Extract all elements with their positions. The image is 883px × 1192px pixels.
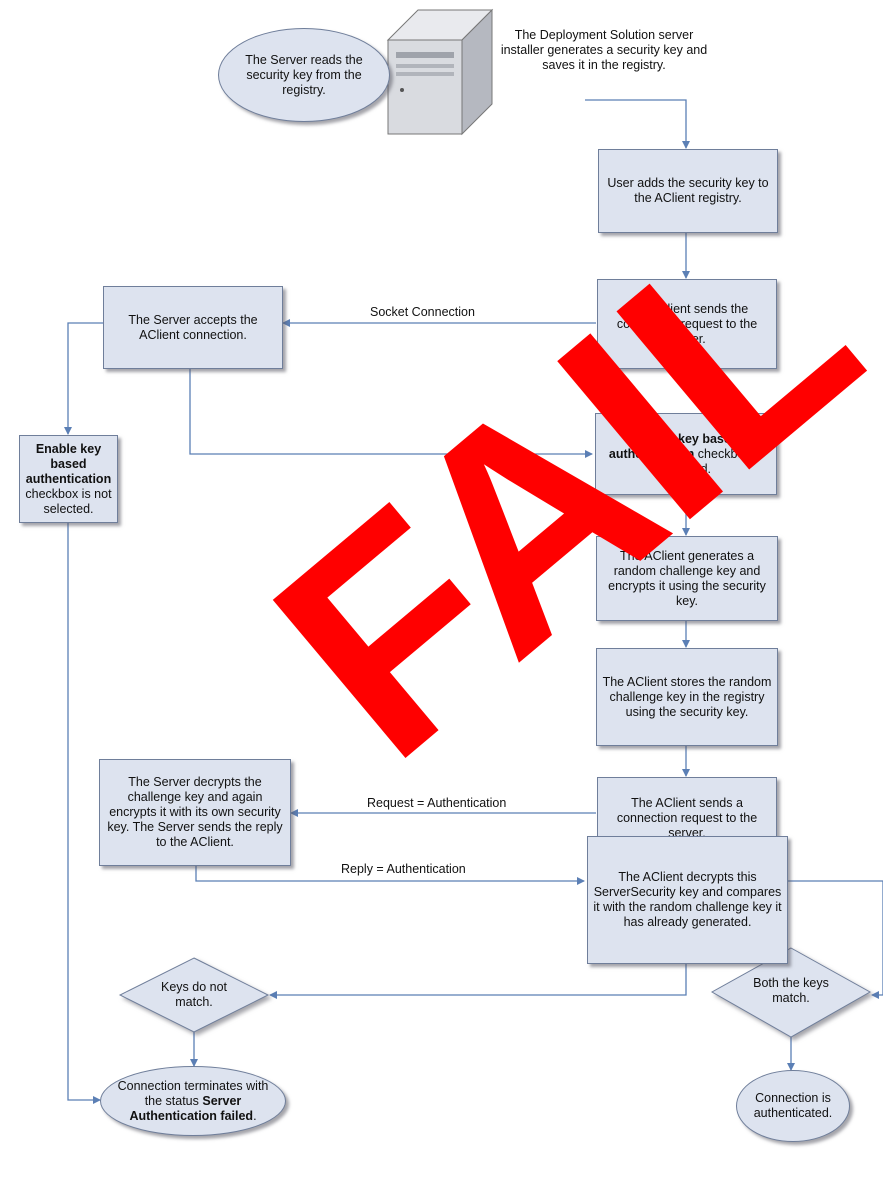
connector-installer-to-user: [585, 99, 690, 149]
connection-terminates-ellipse: Connection terminates with the status Se…: [100, 1066, 286, 1136]
connector-reply: [195, 865, 585, 885]
server-decrypts-text: The Server decrypts the challenge key an…: [107, 775, 283, 849]
aclient-sends-connection-box: The AClient sends the connection request…: [597, 279, 777, 369]
aclient-decrypts-text: The AClient decrypts this ServerSecurity…: [593, 870, 782, 929]
server-tower-icon: [386, 8, 494, 136]
connector-accepts-to-selected: [189, 368, 593, 458]
keys-not-match-diamond: [118, 957, 270, 1033]
aclient-generates-box: The AClient generates a random challenge…: [596, 536, 778, 621]
server-decrypts-box: The Server decrypts the challenge key an…: [99, 759, 291, 866]
terminates-suffix: .: [253, 1108, 257, 1123]
user-adds-key-box: User adds the security key to the AClien…: [598, 149, 778, 233]
installer-generates-text: The Deployment Solution server installer…: [500, 28, 708, 72]
reply-authentication-label: Reply = Authentication: [341, 862, 466, 876]
server-accepts-text: The Server accepts the AClient connectio…: [128, 312, 258, 342]
aclient-sends-request-text: The AClient sends a connection request t…: [616, 795, 758, 840]
connection-terminates-text: Connection terminates with the status Se…: [111, 1079, 275, 1124]
aclient-decrypts-box: The AClient decrypts this ServerSecurity…: [587, 836, 788, 964]
user-adds-key-text: User adds the security key to the AClien…: [607, 176, 769, 205]
terminates-prefix: Connection terminates with the status: [117, 1078, 269, 1108]
checkbox-selected-text: Enable key based authentication checkbox…: [600, 432, 772, 477]
connector-decrypts-to-match: [788, 880, 883, 999]
aclient-generates-text: The AClient generates a random challenge…: [608, 548, 766, 608]
keys-not-match-text: Keys do not match.: [160, 980, 227, 1009]
connector-decrypts-to-not-match: [269, 963, 687, 999]
server-reads-key-ellipse: The Server reads the security key from t…: [218, 28, 390, 122]
connection-authenticated-ellipse: Connection is authenticated.: [736, 1070, 850, 1142]
checkbox-not-selected-box: Enable key based authentication checkbox…: [19, 435, 118, 523]
keys-match-diamond: [710, 947, 872, 1038]
checkbox-selected-rest: checkbox is selected.: [660, 446, 764, 476]
connection-authenticated-text: Connection is authenticated.: [753, 1091, 833, 1120]
keys-match-text: Both the keys match.: [753, 976, 829, 1005]
connector-accepts-to-not-selected: [64, 322, 106, 435]
checkbox-not-selected-bold: Enable key based authentication: [25, 441, 112, 486]
checkbox-not-selected-rest: checkbox is not selected.: [25, 486, 112, 516]
connector-not-selected-to-terminates: [67, 522, 101, 1104]
checkbox-selected-box: Enable key based authentication checkbox…: [595, 413, 777, 495]
aclient-stores-box: The AClient stores the random challenge …: [596, 648, 778, 746]
socket-connection-label: Socket Connection: [370, 305, 475, 319]
aclient-stores-text: The AClient stores the random challenge …: [602, 674, 772, 719]
server-accepts-box: The Server accepts the AClient connectio…: [103, 286, 283, 369]
request-authentication-label: Request = Authentication: [367, 796, 507, 810]
aclient-sends-connection-text: The AClient sends the connection request…: [616, 301, 758, 346]
terminates-bold: Server Authentication failed: [129, 1093, 254, 1123]
checkbox-not-selected-text: Enable key based authentication checkbox…: [23, 442, 114, 517]
server-reads-key-text: The Server reads the security key from t…: [245, 52, 363, 97]
checkbox-selected-bold: Enable key based authentication: [608, 431, 739, 461]
